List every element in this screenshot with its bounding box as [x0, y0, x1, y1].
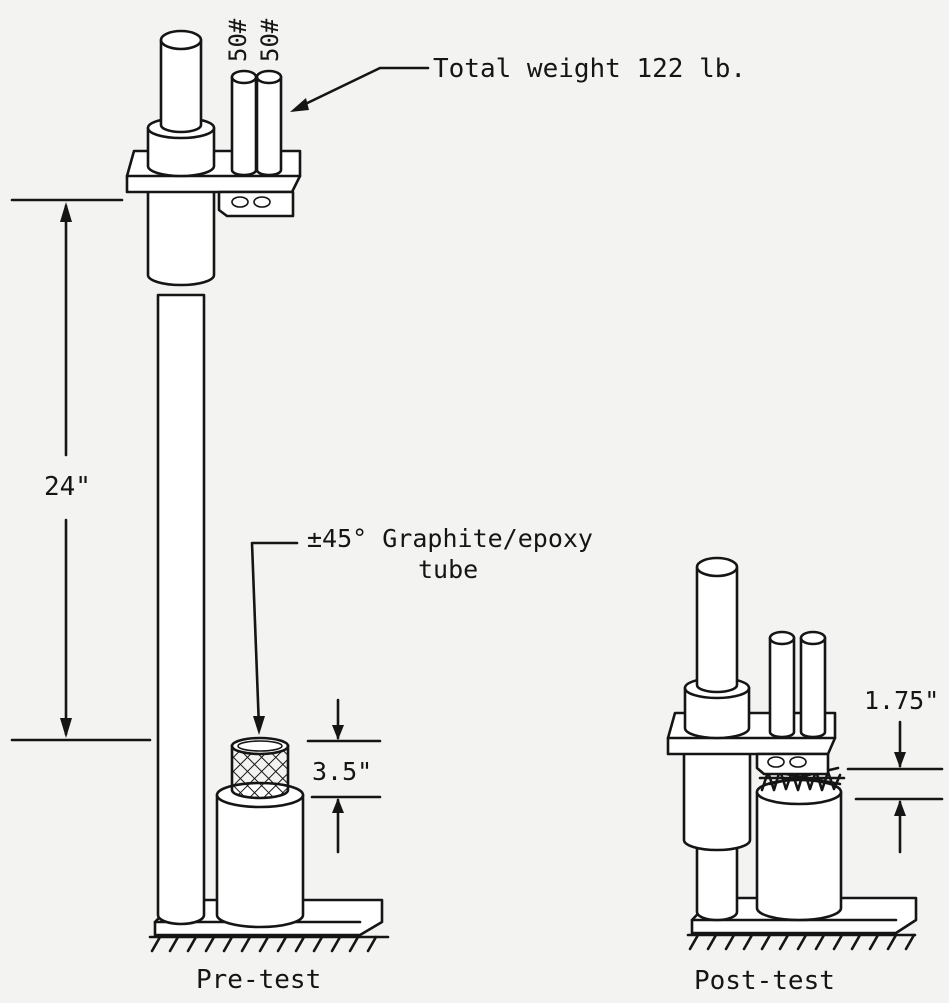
- post-test-apparatus: [666, 556, 918, 951]
- post-collar: [683, 686, 751, 740]
- post-weights: [768, 630, 827, 739]
- weight-mark-1: 50#: [224, 18, 252, 62]
- pre-tube-length-label: 3.5": [312, 757, 373, 786]
- drop-height-label: 24": [44, 472, 91, 502]
- pre-test-caption: Pre-test: [196, 965, 322, 995]
- post-ground: [686, 933, 917, 951]
- pre-anvil-cylinder: [215, 793, 305, 929]
- weight-mark-2: 50#: [256, 18, 284, 62]
- tube-label-line2: tube: [418, 555, 479, 584]
- tube-leader: [250, 541, 299, 735]
- post-striker-block: [755, 752, 830, 776]
- pre-ground: [148, 935, 390, 953]
- post-impactor-rod: [695, 566, 739, 694]
- post-tube-length-dimension: [846, 720, 944, 854]
- post-tube-length-label: 1.75": [864, 686, 940, 715]
- pre-slider-sleeve: [146, 188, 216, 287]
- post-test-caption: Post-test: [694, 966, 835, 996]
- pre-test-apparatus: [125, 29, 390, 953]
- pre-test-specimen: [230, 736, 290, 800]
- pre-striker-block: [217, 190, 295, 218]
- total-weight-label: Total weight 122 lb.: [433, 54, 747, 84]
- drop-height-dimension: [10, 198, 152, 742]
- pre-tube-length-dimension: [306, 698, 382, 854]
- pre-guide-rod: [156, 293, 206, 926]
- pre-collar: [146, 126, 216, 178]
- total-weight-leader: [290, 66, 430, 112]
- pre-weights: [230, 69, 283, 177]
- tube-label-line1: ±45° Graphite/epoxy: [307, 524, 593, 553]
- post-anvil-cylinder: [755, 790, 843, 922]
- pre-impactor-rod: [159, 38, 203, 134]
- post-slider-sleeve: [682, 750, 752, 852]
